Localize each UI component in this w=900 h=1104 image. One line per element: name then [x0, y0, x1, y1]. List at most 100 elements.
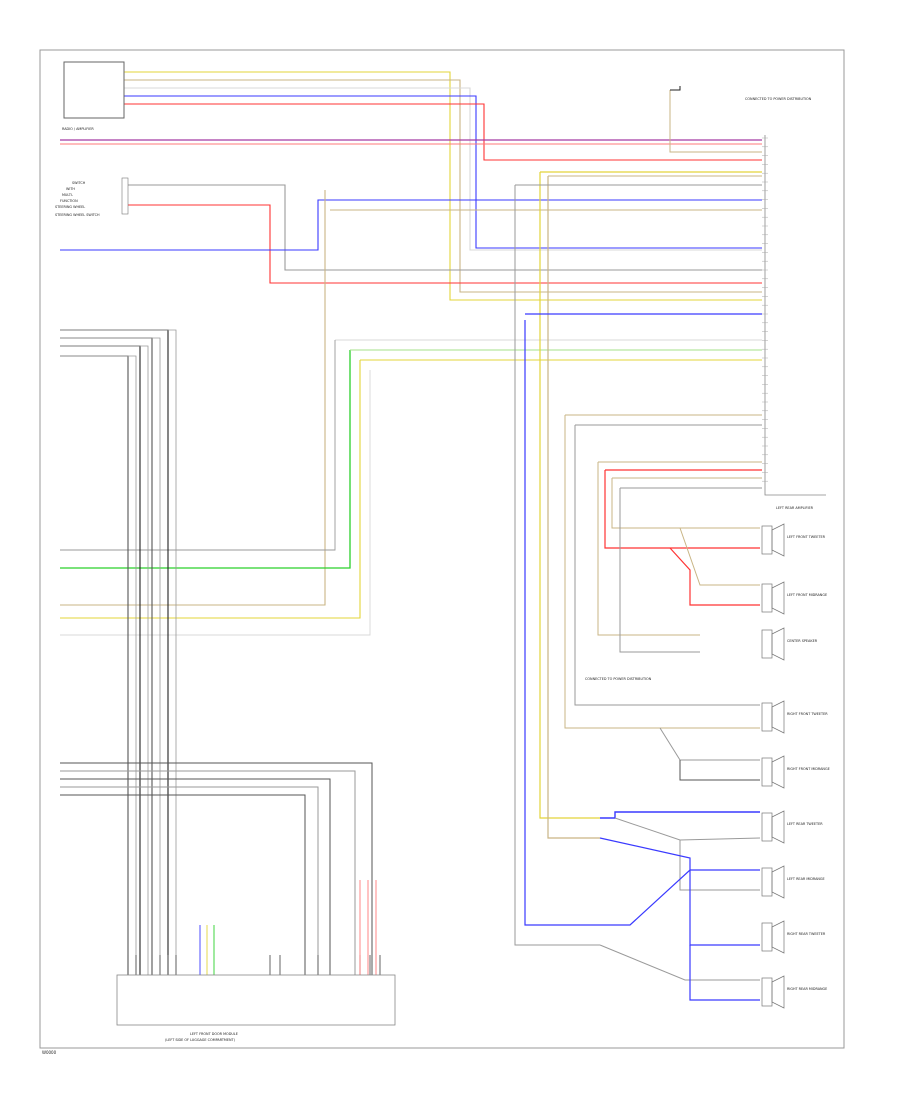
svg-text:MULTI-: MULTI-	[62, 193, 74, 197]
wire-note	[670, 86, 681, 91]
speaker-label: LEFT REAR MIDRANGE	[787, 877, 825, 881]
speaker-cone	[771, 700, 785, 734]
speaker-body	[761, 977, 773, 1007]
wire-bus-vertical	[60, 355, 129, 975]
wire-gray-spk4	[614, 817, 761, 841]
wire-tan-spk	[564, 415, 700, 729]
wire-gray-spk6	[659, 727, 760, 761]
diagram-frame	[39, 49, 845, 1049]
wire-gray-spk5	[599, 944, 760, 981]
switch-block: SWITCH WITH MULTI- FUNCTION STEERING WHE…	[55, 177, 129, 215]
door-module-box	[116, 974, 396, 1026]
wire-gray-spk2	[619, 488, 700, 653]
speaker-cone	[771, 755, 785, 789]
speaker-2: LEFT FRONT MIDRANGE	[761, 581, 827, 615]
speaker-label: RIGHT FRONT TWEETER	[787, 712, 828, 716]
wire-tan-spk3	[679, 527, 760, 586]
svg-text:WITH: WITH	[66, 187, 75, 191]
wire-layer	[60, 71, 762, 1001]
speaker-cone	[771, 975, 785, 1009]
wire-yellow-feed	[539, 172, 600, 819]
speaker-label: CENTER SPEAKER	[787, 639, 818, 643]
wire-bus-vertical	[60, 329, 177, 975]
door-module-sublabel: (LEFT SIDE OF LUGGAGE COMPARTMENT)	[165, 1038, 236, 1042]
wire-bus-vertical	[60, 345, 149, 975]
wire-blue-spk2	[600, 869, 760, 926]
speaker-body	[761, 867, 773, 897]
svg-text:SWITCH: SWITCH	[72, 181, 86, 185]
speaker-body	[761, 922, 773, 952]
wire-blue-spk	[600, 811, 760, 819]
speaker-body	[761, 583, 773, 613]
wire-yellow-long	[60, 360, 361, 619]
wire-red-top	[124, 103, 762, 161]
switch-block-label: STEERING WHEEL SWITCH	[55, 213, 100, 217]
wire-bus-bottom	[60, 786, 319, 975]
wire-tan-top	[124, 79, 762, 293]
speaker-cone	[771, 627, 785, 661]
wire-bus-bottom	[60, 778, 331, 975]
svg-text:STEERING WHEEL: STEERING WHEEL	[55, 205, 85, 209]
speaker-label: LEFT FRONT TWEETER	[787, 535, 826, 539]
speaker-1: LEFT FRONT TWEETER	[761, 523, 826, 557]
speaker-cone	[771, 810, 785, 844]
speaker-label: RIGHT REAR MIDRANGE	[787, 987, 827, 991]
radio-component-box	[63, 61, 125, 119]
wire-blue-top	[124, 95, 762, 249]
speaker-body	[761, 702, 773, 732]
diagram-code: W0000	[42, 1050, 57, 1055]
wire-gray-switch	[128, 184, 762, 271]
wire-gray-spk	[574, 425, 700, 706]
wire-green	[60, 350, 351, 569]
wire-bus-bottom	[60, 762, 373, 975]
speaker-body	[761, 629, 773, 659]
speaker-cone	[771, 523, 785, 557]
wire-bus-bottom	[60, 794, 306, 975]
wire-blue-spk4	[689, 945, 760, 1001]
speaker-layer: LEFT FRONT TWEETER LEFT FRONT MIDRANGE CEN…	[761, 523, 830, 1009]
wire-dk-spk	[679, 760, 760, 781]
wire-blue-spk3	[599, 837, 760, 946]
speaker-cone	[771, 581, 785, 615]
wire-gray-long	[60, 340, 336, 551]
speaker-label: RIGHT FRONT MIDRANGE	[787, 767, 830, 771]
wire-white-long	[60, 370, 371, 636]
radio-component-label: RADIO / AMPLIFIER	[62, 127, 94, 131]
speaker-8: RIGHT REAR TWEETER	[761, 920, 826, 954]
wire-tan-note	[669, 90, 762, 153]
door-module-label: LEFT FRONT DOOR MODULE	[190, 1032, 238, 1036]
wire-blue-left	[60, 199, 762, 251]
speaker-3: CENTER SPEAKER	[761, 627, 818, 661]
speaker-7: LEFT REAR MIDRANGE	[761, 865, 825, 899]
speaker-body	[761, 812, 773, 842]
speaker-body	[761, 757, 773, 787]
speaker-cone	[771, 920, 785, 954]
speaker-5: RIGHT FRONT MIDRANGE	[761, 755, 830, 789]
svg-text:FUNCTION: FUNCTION	[60, 199, 78, 203]
wire-tan-spk2	[611, 478, 760, 529]
wire-gray-spk4	[679, 840, 760, 891]
wire-bus-vertical	[60, 355, 137, 975]
wire-blue-feed	[524, 320, 600, 926]
wire-white-top	[124, 87, 762, 251]
speaker-label: LEFT FRONT MIDRANGE	[787, 593, 827, 597]
main-connector-label: LEFT REAR AMPLIFIER	[776, 506, 814, 510]
note-top-right: CONNECTED TO POWER DISTRIBUTION	[745, 97, 812, 101]
wire-bus-vertical	[60, 337, 161, 975]
wire-red-switch	[128, 204, 762, 284]
wire-red-spk3	[669, 547, 760, 606]
speaker-body	[761, 525, 773, 555]
speaker-label: RIGHT REAR TWEETER	[787, 932, 826, 936]
speaker-label: LEFT REAR TWEETER	[787, 822, 823, 826]
note-mid-right: CONNECTED TO POWER DISTRIBUTION	[585, 677, 652, 681]
wire-bus-vertical	[60, 337, 153, 975]
speaker-4: RIGHT FRONT TWEETER	[761, 700, 828, 734]
wire-yellow-top	[124, 71, 762, 301]
wire-tan-feed	[547, 176, 600, 839]
wire-gray-feed	[514, 185, 600, 946]
speaker-cone	[771, 865, 785, 899]
speaker-6: LEFT REAR TWEETER	[761, 810, 823, 844]
main-connector	[762, 135, 826, 496]
